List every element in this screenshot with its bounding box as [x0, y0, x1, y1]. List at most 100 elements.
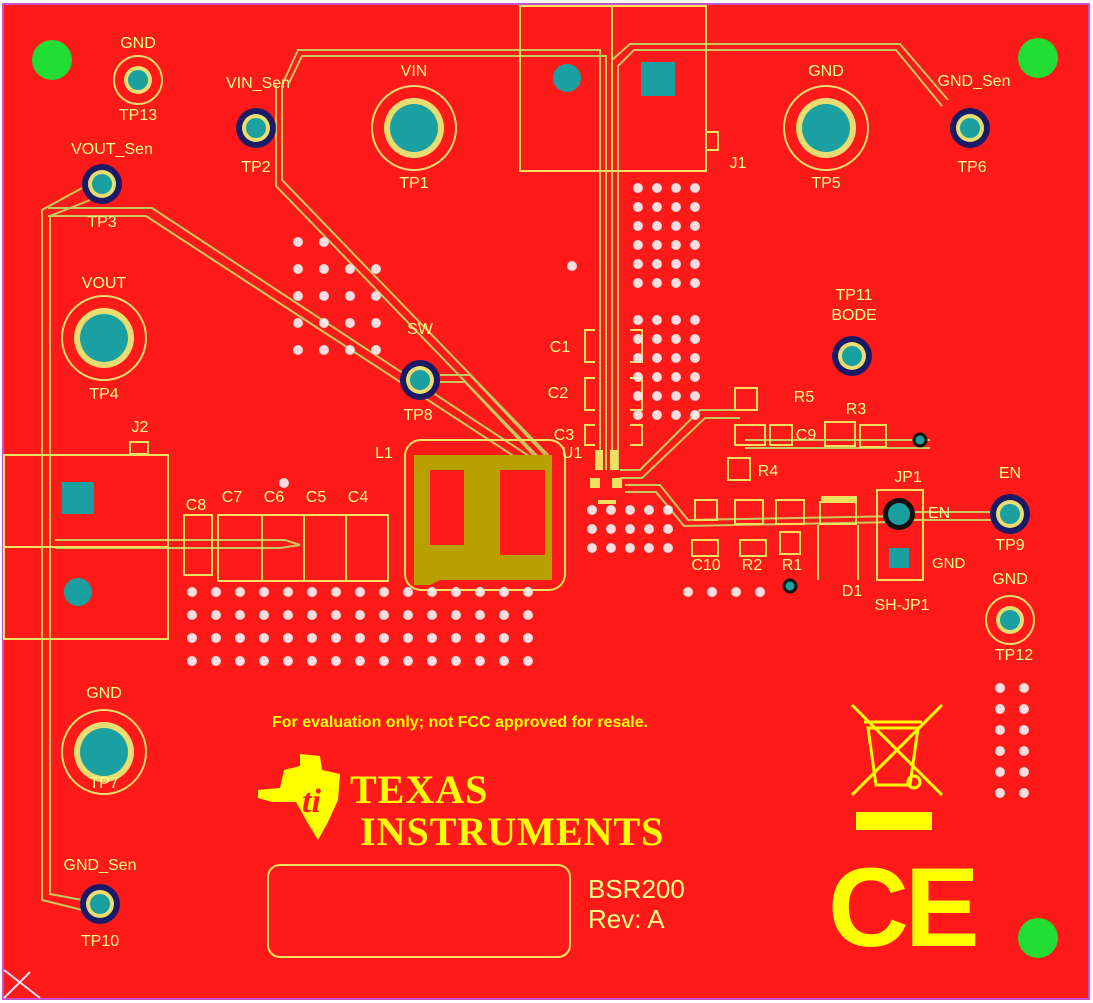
svg-text:ti: ti: [302, 783, 321, 820]
board-revision: Rev: A: [588, 903, 665, 934]
tp13-name: GND: [120, 35, 156, 52]
via: [625, 505, 635, 515]
tp6-name: GND_Sen: [937, 73, 1011, 90]
via: [307, 633, 317, 643]
tp9-id: TP9: [995, 537, 1025, 554]
designator-j2: J2: [131, 419, 149, 436]
via: [499, 610, 509, 620]
designator-c9: C9: [795, 427, 817, 444]
crossed-out-wheelie-bin-icon: [850, 703, 944, 830]
via: [690, 278, 700, 288]
tp2-id: TP2: [241, 159, 271, 176]
via: [427, 633, 437, 643]
designator-c4: C4: [347, 489, 369, 506]
via: [633, 240, 643, 250]
via: [606, 524, 616, 534]
via: [644, 543, 654, 553]
tp9-name: EN: [998, 465, 1022, 482]
tp6-id: TP6: [957, 159, 987, 176]
board-name: BSR200: [588, 874, 685, 904]
tp8-id: TP8: [403, 407, 433, 424]
designator-c2: C2: [547, 385, 569, 402]
via: [279, 478, 289, 488]
via: [671, 315, 681, 325]
tp12-name: GND: [992, 571, 1028, 588]
tp5-name: GND: [808, 63, 844, 80]
via: [293, 264, 303, 274]
via: [690, 353, 700, 363]
capacitor-row: [183, 514, 389, 582]
via: [523, 587, 533, 597]
via: [371, 345, 381, 355]
via: [345, 291, 355, 301]
via: [475, 610, 485, 620]
via: [567, 261, 577, 271]
designator-jp1: JP1: [894, 469, 922, 486]
via: [1019, 746, 1029, 756]
test-point-pad: [1000, 610, 1020, 630]
via: [293, 237, 303, 247]
via: [633, 391, 643, 401]
via: [371, 318, 381, 328]
via: [235, 587, 245, 597]
sh-jp1-label: SH-JP1: [874, 597, 930, 614]
via: [606, 505, 616, 515]
via: [235, 656, 245, 666]
test-point-pad: [90, 894, 110, 914]
connector-j1: [519, 5, 719, 172]
via: [355, 656, 365, 666]
via: [259, 610, 269, 620]
tp7-name: GND: [86, 685, 122, 702]
via: [211, 633, 221, 643]
via: [683, 587, 693, 597]
via: [379, 610, 389, 620]
via: [671, 353, 681, 363]
via: [259, 656, 269, 666]
via: [211, 610, 221, 620]
via: [671, 372, 681, 382]
via: [633, 183, 643, 193]
via: [652, 202, 662, 212]
via: [211, 587, 221, 597]
via: [451, 633, 461, 643]
via: [283, 610, 293, 620]
via: [690, 202, 700, 212]
via: [652, 183, 662, 193]
via: [606, 543, 616, 553]
test-point-pad: [92, 174, 112, 194]
designator-c7: C7: [221, 489, 243, 506]
via: [633, 334, 643, 344]
via: [1019, 683, 1029, 693]
via: [259, 633, 269, 643]
via: [475, 633, 485, 643]
test-point-pad: [1000, 504, 1020, 524]
test-point-pad: [80, 728, 128, 776]
designator-r1: R1: [781, 557, 803, 574]
via: [355, 610, 365, 620]
via: [663, 505, 673, 515]
via: [355, 633, 365, 643]
designator-r2: R2: [741, 557, 763, 574]
test-point-pad: [80, 314, 128, 362]
via: [782, 578, 798, 594]
via: [371, 291, 381, 301]
via: [652, 221, 662, 231]
designator-c5: C5: [305, 489, 327, 506]
via: [319, 291, 329, 301]
designator-j1: J1: [729, 155, 747, 172]
via: [690, 315, 700, 325]
via: [633, 315, 643, 325]
tp3-name: VOUT_Sen: [71, 141, 153, 158]
via: [475, 656, 485, 666]
tp10-name: GND_Sen: [63, 857, 137, 874]
tp5-id: TP5: [811, 175, 841, 192]
via: [707, 587, 717, 597]
inductor-l1: [404, 439, 566, 591]
fiducial: [1018, 38, 1058, 78]
fiducial: [32, 40, 72, 80]
fiducials: [32, 38, 1058, 958]
via: [995, 683, 1005, 693]
via: [345, 318, 355, 328]
via: [663, 543, 673, 553]
via: [731, 587, 741, 597]
